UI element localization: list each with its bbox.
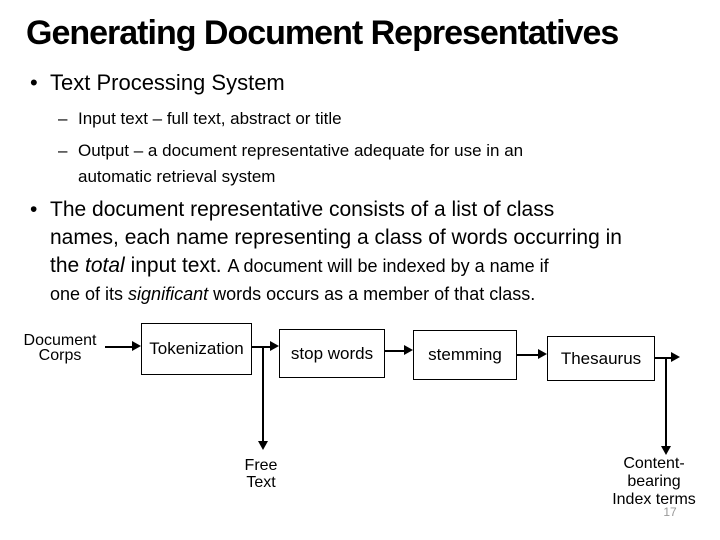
box-stemming: stemming [413,330,517,380]
dash-marker: – [58,109,68,128]
dash-marker: – [58,141,68,160]
run: input text. [124,254,228,277]
box-tokenization: Tokenization [141,323,252,375]
page-number: 17 [663,505,677,519]
box-stop-words: stop words [279,329,385,378]
arrow-line [517,354,538,356]
sub-bullet-input: – Input text – full text, abstract or ti… [58,106,342,132]
bullet-text-processing: • Text Processing System [30,70,285,96]
arrow-line [665,358,667,446]
arrowhead-right-icon [671,352,680,362]
label-line: Corps [38,347,82,364]
paragraph-line: the total input text. A document will be… [50,252,622,280]
arrowhead-right-icon [270,341,279,351]
sub-bullet-line: Input text – full text, abstract or titl… [78,109,342,128]
label-document-corps: Document Corps [14,332,106,364]
label-line: Index terms [612,491,696,508]
arrow-line [655,357,672,359]
label-line: Document [23,332,97,349]
arrowhead-right-icon [132,341,141,351]
paragraph-line: names, each name representing a class of… [50,226,622,249]
italic-run: significant [128,284,209,304]
run: words occurs as a member of that class. [208,284,536,304]
arrowhead-right-icon [538,349,547,359]
box-label: stemming [428,345,502,364]
bullet-marker: • [30,70,38,95]
arrowhead-down-icon [661,446,671,455]
arrow-line [252,346,271,348]
box-thesaurus: Thesaurus [547,336,655,381]
bullet-marker: • [30,198,38,221]
label-content-bearing-index-terms: Content- bearing Index terms [602,455,706,509]
box-label: stop words [290,343,374,363]
label-line: Text [246,474,276,491]
box-label: Thesaurus [560,348,642,368]
italic-run: total [85,254,125,277]
run: one of its [50,284,129,304]
sub-bullet-line: automatic retrieval system [78,167,276,186]
label-line: bearing [627,473,681,490]
sub-bullet-output: – Output – a document representative ade… [58,138,523,190]
bullet-text: Text Processing System [50,70,285,95]
arrowhead-down-icon [258,441,268,450]
box-label: Tokenization [149,339,244,358]
arrowhead-right-icon [404,345,413,355]
bullet-document-representative: • The document representative consists o… [30,196,622,308]
label-line: Free [244,457,278,474]
sub-bullet-line: Output – a document representative adequ… [78,141,524,160]
paragraph-line: The document representative consists of … [50,198,555,221]
run: the [50,254,86,277]
small-run: A document will be indexed by a name if [227,256,549,276]
label-line: Content- [623,455,685,472]
arrow-line [385,350,405,352]
paragraph-line: one of its significant words occurs as a… [50,280,622,308]
arrow-line [262,347,264,441]
arrow-line [105,346,133,348]
label-free-text: Free Text [231,457,291,491]
slide-title: Generating Document Representatives [26,14,619,52]
